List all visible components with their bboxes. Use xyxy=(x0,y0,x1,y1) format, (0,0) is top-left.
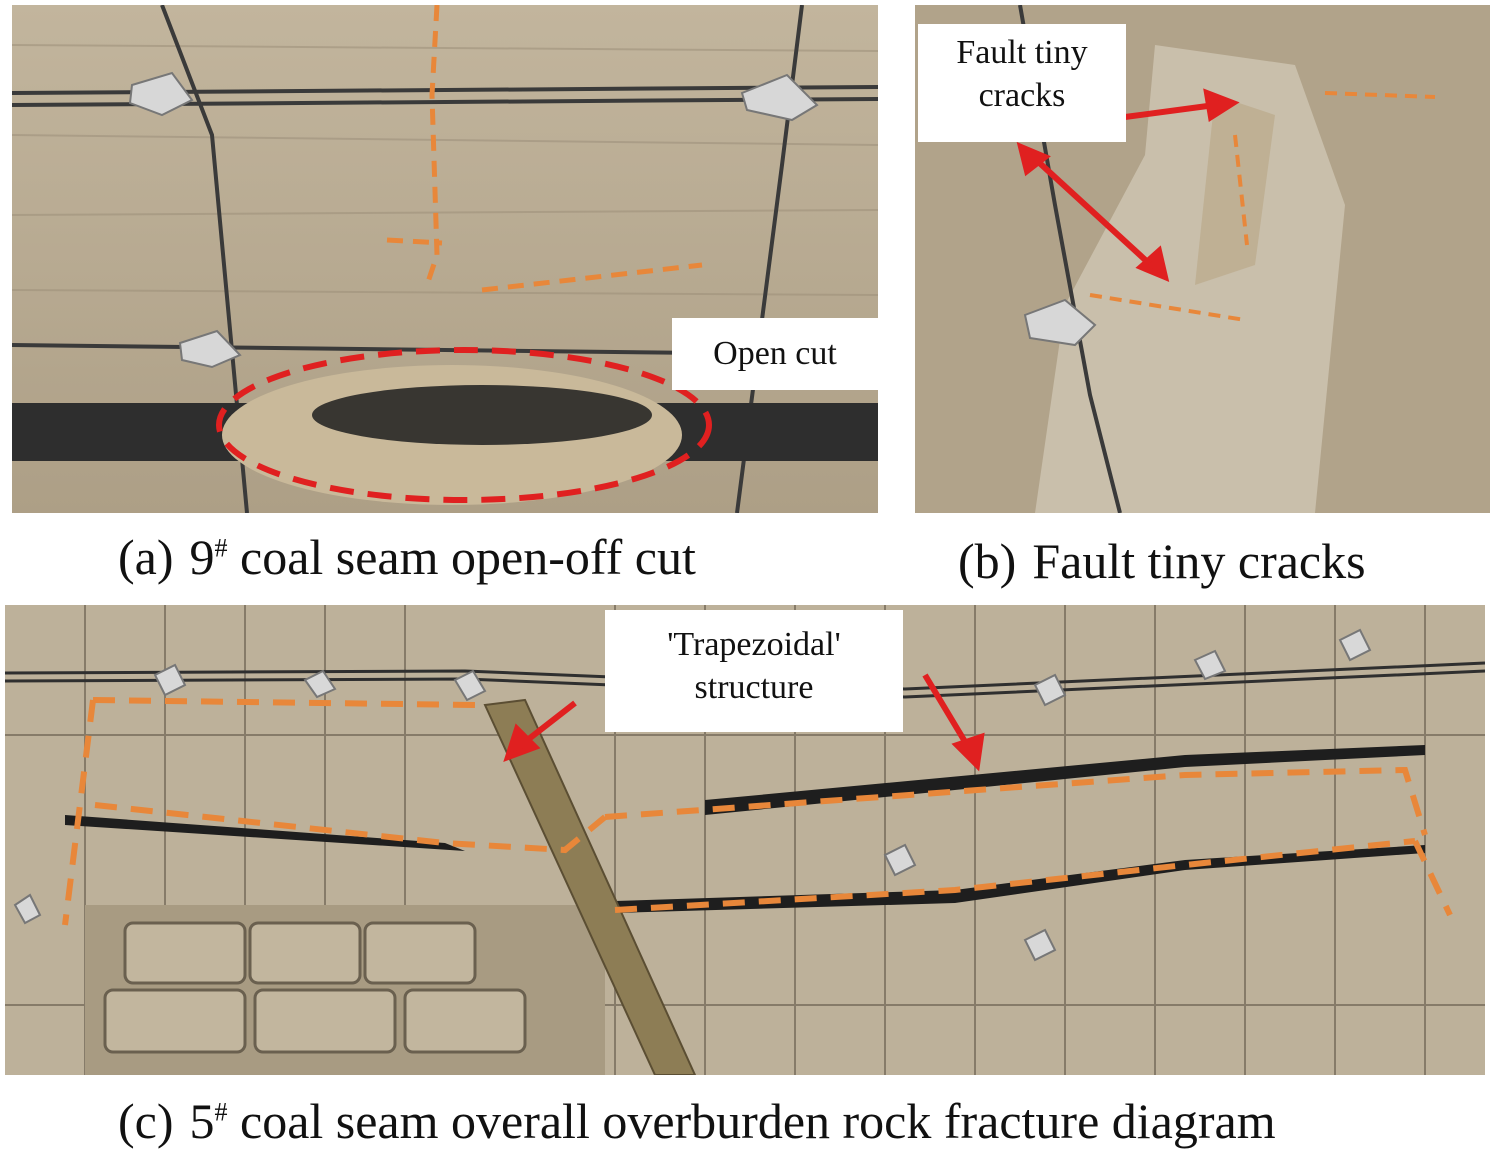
panel-a-label: (a) xyxy=(118,529,174,585)
panel-a-caption-sup: # xyxy=(214,533,228,563)
trapezoidal-structure-callout: 'Trapezoidal' structure xyxy=(605,610,903,732)
open-cut-callout: Open cut xyxy=(672,318,878,390)
panel-c-caption-number: 5 xyxy=(189,1093,215,1149)
panel-c-caption: (c) 5# coal seam overall overburden rock … xyxy=(118,1092,1276,1150)
panel-a-photo xyxy=(12,5,878,513)
panel-b-caption: (b) Fault tiny cracks xyxy=(958,532,1366,590)
panel-b-label: (b) xyxy=(958,533,1017,589)
fault-cracks-callout: Fault tiny cracks xyxy=(918,24,1126,142)
panel-c-caption-sup: # xyxy=(214,1097,228,1127)
panel-b-caption-text: Fault tiny cracks xyxy=(1032,533,1366,589)
panel-c-caption-text: coal seam overall overburden rock fractu… xyxy=(227,1093,1276,1149)
panel-a-caption-text: coal seam open-off cut xyxy=(227,529,696,585)
panel-c-label: (c) xyxy=(118,1093,174,1149)
open-off-cut-photo xyxy=(12,5,878,513)
panel-a-caption-number: 9 xyxy=(189,529,215,585)
panel-a-caption: (a) 9# coal seam open-off cut xyxy=(118,528,696,586)
